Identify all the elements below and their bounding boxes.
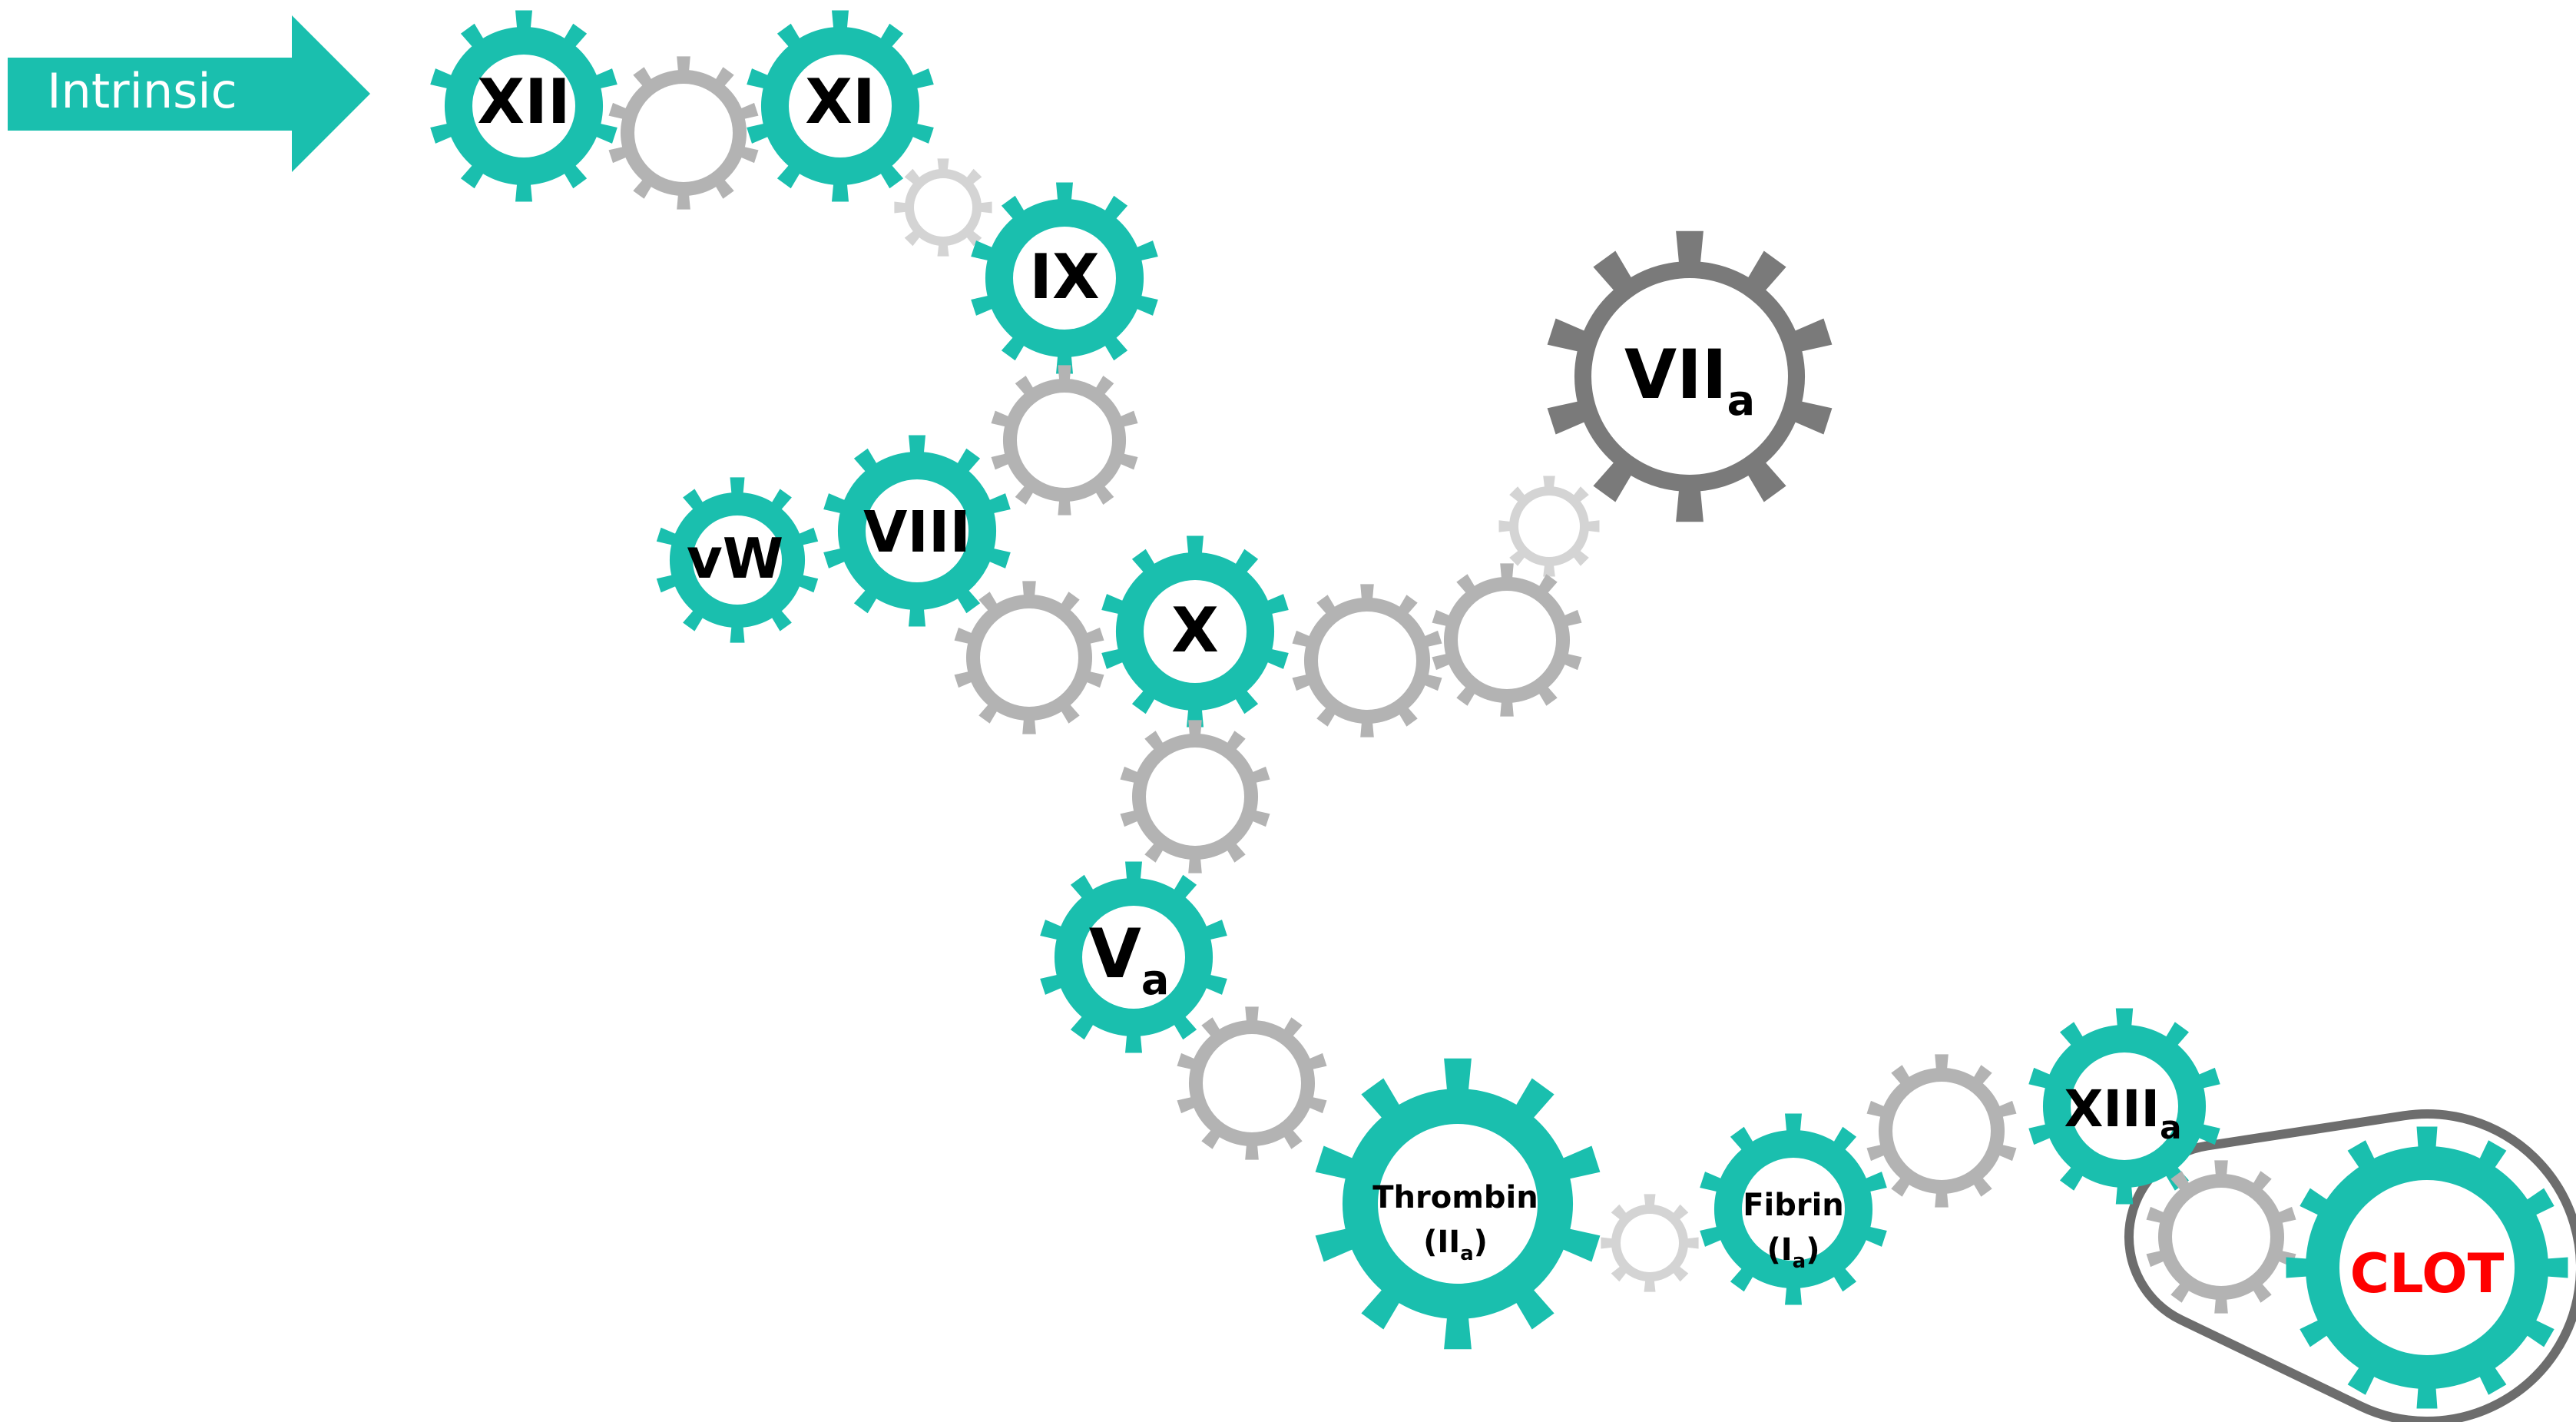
gear-x-hub (1144, 580, 1247, 683)
gear-va (1040, 861, 1227, 1053)
gear-fibrin-label2-sub: a (1793, 1250, 1806, 1273)
gear-viii-hub (866, 479, 968, 582)
intrinsic-arrow-shape (8, 15, 370, 172)
gear-connector-8 (1120, 720, 1270, 873)
gear-connector-6-hub (1318, 612, 1416, 710)
gear-connector-12-hub (2172, 1188, 2270, 1286)
gear-connector-3-hub (1017, 393, 1112, 488)
gear-xiiia-hub (2071, 1052, 2178, 1160)
gear-viia-label-sub: a (1727, 376, 1755, 425)
gear-xii-hub (472, 55, 575, 157)
gear-labels: XII XI IX VIIa vW VIII X Va Thrombin (II… (477, 66, 2504, 1305)
gear-ix-label: IX (1029, 241, 1099, 313)
gear-va-label-sub: a (1141, 956, 1169, 1004)
gear-ix (971, 182, 1158, 374)
gear-fibrin-hub (1742, 1158, 1845, 1261)
gear-connector-2-hub (914, 178, 972, 237)
gear-xi-label: XI (805, 66, 875, 138)
gear-viia-label-main: VII (1624, 335, 1727, 414)
intrinsic-arrow-label: Intrinsic (47, 63, 237, 119)
gear-viii (823, 435, 1011, 627)
gear-viia-hub (1591, 278, 1788, 475)
gear-xiiia-label-sub: a (2160, 1109, 2181, 1146)
gear-thrombin (1315, 1058, 1601, 1350)
gear-connector-3 (991, 365, 1138, 515)
gear-va-label: Va (1089, 914, 1170, 1004)
gear-viia-label: VIIa (1624, 335, 1755, 425)
gear-vw (656, 477, 819, 643)
gear-thrombin-label: Thrombin (1372, 1180, 1538, 1215)
gear-x (1101, 535, 1289, 728)
gear-xii (430, 10, 618, 202)
gear-connector-7 (1432, 563, 1582, 717)
gear-thrombin-hub (1378, 1124, 1538, 1284)
gear-x-label: X (1171, 595, 1219, 666)
gear-connector-1 (608, 56, 759, 210)
gear-thrombin-label2-close: ) (1474, 1225, 1488, 1260)
gear-ix-hub (1013, 227, 1116, 330)
gear-connector-12 (2146, 1160, 2296, 1314)
intrinsic-arrow: Intrinsic (8, 15, 370, 172)
gear-connector-2 (894, 158, 992, 257)
gear-fibrin-label2: (Ia) (1767, 1232, 1820, 1273)
gear-xi-hub (789, 55, 892, 157)
gear-connector-11-hub (1892, 1082, 1991, 1180)
gear-xi (747, 10, 934, 202)
gear-connector-4-hub (1518, 496, 1580, 557)
gear-clot (2286, 1126, 2568, 1409)
gear-va-label-main: V (1089, 914, 1141, 993)
gear-connector-5-hub (980, 608, 1078, 707)
gear-xiiia (2028, 1008, 2220, 1205)
gear-fibrin-label2-close: ) (1806, 1232, 1819, 1268)
gear-fibrin-label: Fibrin (1743, 1188, 1844, 1223)
gear-clot-label: CLOT (2350, 1242, 2505, 1305)
gear-viii-label: VIII (863, 499, 971, 565)
gear-connector-9 (1177, 1006, 1327, 1160)
gear-connector-6 (1292, 584, 1442, 738)
clot-belt (2124, 1109, 2576, 1422)
gear-vw-label: vW (687, 526, 783, 591)
gear-xiiia-label-main: XIII (2064, 1079, 2160, 1139)
gear-viia (1547, 230, 1833, 522)
gear-thrombin-label2: (IIa) (1423, 1225, 1488, 1265)
gear-xii-label: XII (477, 66, 570, 138)
gear-connector-4 (1498, 476, 1600, 577)
gear-va-hub (1082, 906, 1185, 1009)
gears-layer (430, 10, 2568, 1409)
gear-connector-9-hub (1203, 1034, 1301, 1132)
gear-thrombin-label2-sub: a (1460, 1242, 1474, 1265)
gear-connector-10-hub (1621, 1214, 1679, 1272)
gear-fibrin-label2-open: (I (1767, 1232, 1793, 1268)
gear-clot-hub (2339, 1180, 2515, 1355)
gear-fibrin (1700, 1113, 1887, 1305)
gear-connector-7-hub (1458, 591, 1556, 689)
gear-connector-5 (954, 581, 1104, 734)
gear-connector-11 (1866, 1054, 2017, 1208)
gear-connector-10 (1601, 1194, 1699, 1292)
gear-thrombin-label2-open: (II (1423, 1225, 1460, 1260)
gear-connector-8-hub (1146, 747, 1244, 846)
gear-xiiia-label: XIIIa (2064, 1079, 2182, 1146)
gear-vw-hub (693, 515, 782, 605)
gear-connector-1-hub (634, 84, 733, 182)
